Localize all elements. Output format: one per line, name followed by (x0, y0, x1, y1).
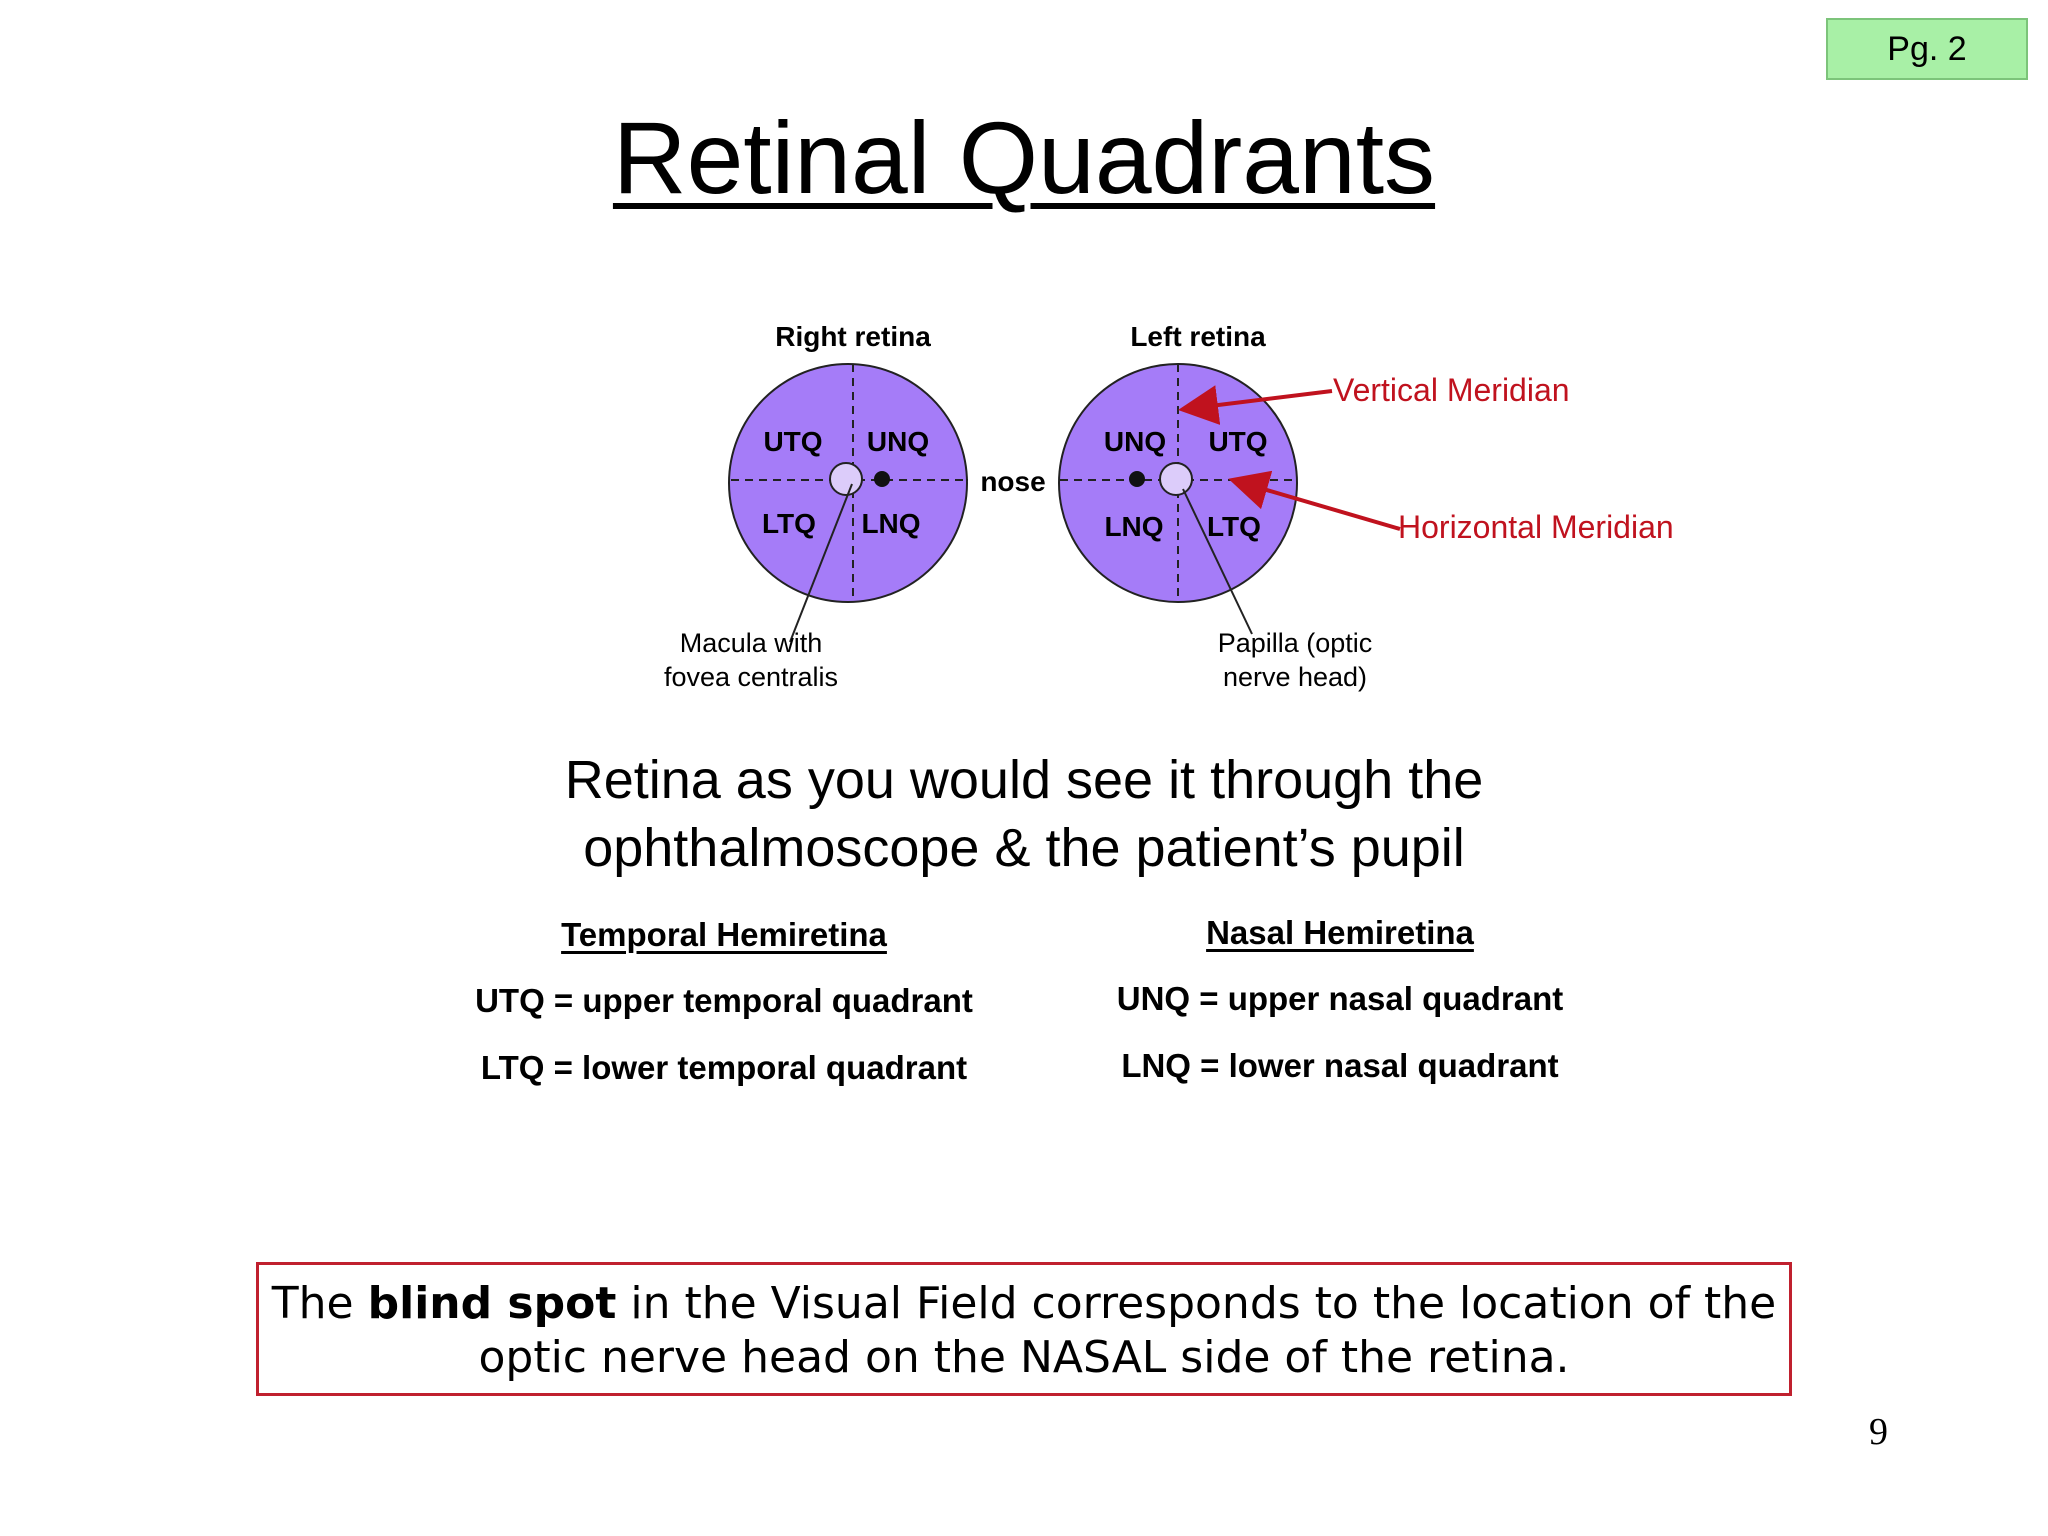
caption-line-1: Retina as you would see it through the (564, 750, 1484, 810)
left-ltq: LTQ (1207, 511, 1261, 542)
temporal-row-ltq: LTQ = lower temporal quadrant (480, 1049, 968, 1086)
papilla-label-line2: nerve head) (1223, 662, 1367, 692)
caption: Retina as you would see it through the o… (0, 746, 2048, 882)
papilla-pointer (1182, 488, 1253, 635)
horizontal-meridian-label: Horizontal Meridian (1398, 509, 1674, 545)
note-part-1: The (271, 1278, 368, 1329)
page-badge: Pg. 2 (1826, 18, 2028, 80)
left-optic-disc (1159, 462, 1193, 496)
left-utq: UTQ (1208, 426, 1267, 457)
vertical-meridian-arrow (1178, 385, 1333, 425)
nose-label: nose (980, 466, 1045, 497)
temporal-row-utq: UTQ = upper temporal quadrant (475, 982, 973, 1019)
temporal-hemiretina-column: Temporal Hemiretina UTQ = upper temporal… (424, 916, 1024, 1116)
right-ltq: LTQ (762, 508, 816, 539)
macula-pointer (789, 483, 853, 643)
nasal-row-lnq: LNQ = lower nasal quadrant (1121, 1047, 1559, 1084)
right-fovea-dot (874, 471, 890, 487)
note-bold: blind spot (367, 1278, 617, 1329)
left-retina-label: Left retina (1130, 321, 1266, 352)
nasal-hemiretina-column: Nasal Hemiretina UNQ = upper nasal quadr… (1040, 914, 1640, 1114)
left-fovea-dot (1129, 471, 1145, 487)
vertical-meridian-label: Vertical Meridian (1333, 372, 1570, 408)
right-unq: UNQ (867, 426, 929, 457)
caption-line-2: ophthalmoscope & the patient’s pupil (583, 818, 1465, 878)
left-unq: UNQ (1104, 426, 1166, 457)
horizontal-meridian-arrow (1228, 470, 1401, 531)
macula-label-line2: fovea centralis (664, 662, 838, 692)
macula-label-line1: Macula with (680, 628, 823, 658)
right-retina-label: Right retina (775, 321, 931, 352)
blind-spot-note: The blind spot in the Visual Field corre… (256, 1262, 1792, 1396)
right-utq: UTQ (763, 426, 822, 457)
left-lnq: LNQ (1104, 511, 1163, 542)
nasal-header: Nasal Hemiretina (1206, 914, 1474, 951)
papilla-label-line1: Papilla (optic (1218, 628, 1373, 658)
right-lnq: LNQ (861, 508, 920, 539)
temporal-header: Temporal Hemiretina (561, 916, 887, 953)
slide-number: 9 (1869, 1411, 1888, 1453)
right-optic-disc (829, 462, 863, 496)
retina-diagram: Right retina UTQ UNQ LTQ LNQ nose Left r… (664, 321, 1674, 692)
note-part-2: in the Visual Field corresponds to the l… (478, 1278, 1777, 1383)
nasal-row-unq: UNQ = upper nasal quadrant (1116, 980, 1564, 1017)
page-title: Retinal Quadrants (612, 101, 1436, 215)
